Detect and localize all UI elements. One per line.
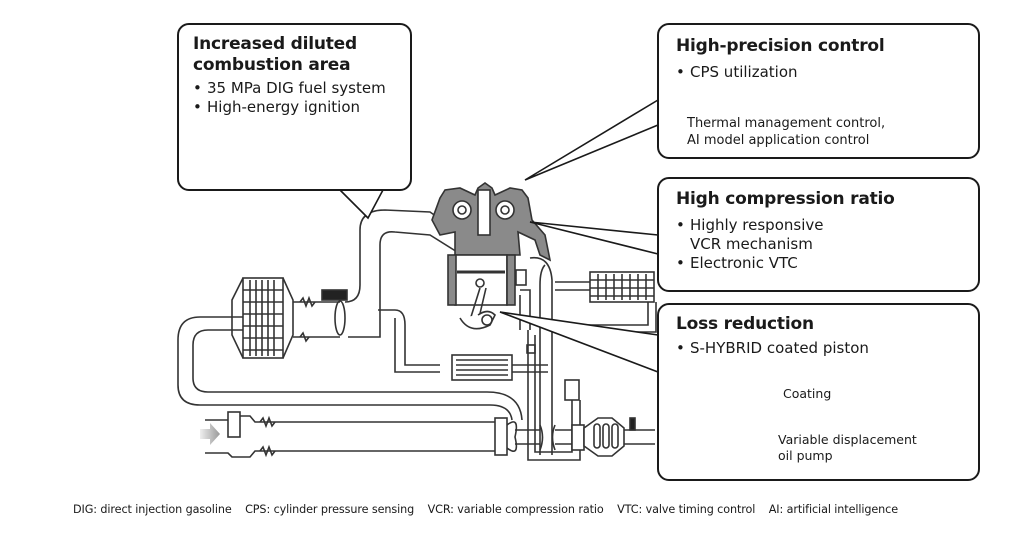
callout-compression: High compression ratio Highly responsive…: [657, 177, 980, 292]
callout-precision-title: High-precision control: [676, 36, 885, 56]
bullet-fuel-system: 35 MPa DIG fuel system: [193, 79, 386, 98]
bullet-vtc: Electronic VTC: [676, 254, 895, 273]
oil-pump-label-line1: Variable displacement: [778, 432, 917, 447]
footnote-vtc: VTC: valve timing control: [617, 503, 756, 516]
bullet-vcr-line2: VCR mechanism: [690, 235, 813, 253]
callout-precision: High-precision control CPS utilization T…: [657, 23, 980, 159]
callout-compression-title: High compression ratio: [676, 189, 895, 209]
callout-combustion-title-line2: combustion area: [193, 55, 351, 75]
pointer-precision: [524, 99, 659, 181]
oil-pump-label-line2: oil pump: [778, 448, 833, 463]
callout-loss: Loss reduction S-HYBRID coated piston: [657, 303, 980, 481]
precision-sub-line2: AI model application control: [687, 133, 870, 148]
main-pipe: [205, 411, 655, 458]
callout-combustion: Increased diluted combustion area 35 MPa…: [177, 23, 412, 191]
airflow-arrow: [200, 423, 220, 445]
pointer-loss: [499, 311, 659, 373]
coating-label: Coating: [783, 386, 832, 401]
bullet-vcr: Highly responsive VCR mechanism: [676, 216, 895, 254]
oil-pump-label: Variable displacement oil pump: [778, 432, 917, 464]
abbreviation-footnote: DIG: direct injection gasoline CPS: cyli…: [73, 503, 908, 516]
cylinder-head: [431, 182, 552, 262]
intercooler: [451, 354, 513, 381]
footnote-ai: AI: artificial intelligence: [768, 503, 898, 516]
precision-sub-line1: Thermal management control,: [687, 116, 886, 131]
callout-combustion-title-line1: Increased diluted: [193, 34, 357, 54]
return-pipe: [177, 316, 513, 421]
callout-loss-title: Loss reduction: [676, 314, 814, 334]
radiator: [589, 271, 655, 303]
piston-assembly: [447, 254, 516, 330]
bullet-piston: S-HYBRID coated piston: [676, 339, 869, 358]
air-filter: [231, 277, 294, 359]
bullet-cps: CPS utilization: [676, 63, 885, 82]
footnote-vcr: VCR: variable compression ratio: [427, 503, 604, 516]
pointer-combustion: [339, 189, 384, 220]
catalytic-converter: [583, 417, 625, 457]
footnote-dig: DIG: direct injection gasoline: [73, 503, 232, 516]
bullet-vcr-line1: Highly responsive: [690, 216, 824, 234]
footnote-cps: CPS: cylinder pressure sensing: [245, 503, 415, 516]
pointer-compression: [529, 221, 659, 255]
bullet-ignition: High-energy ignition: [193, 98, 386, 117]
